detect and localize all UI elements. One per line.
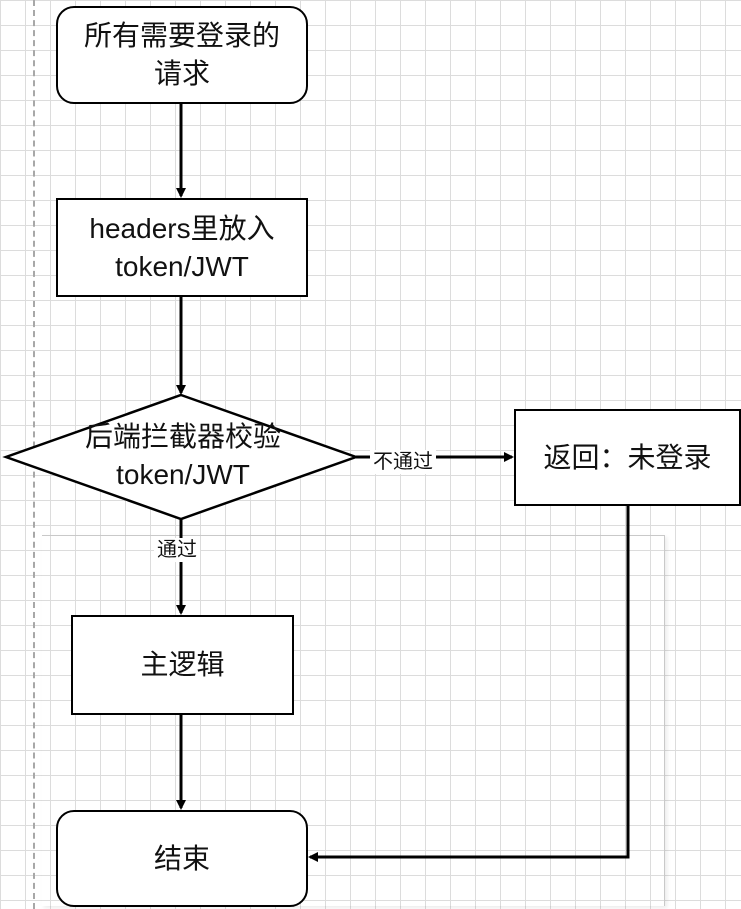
selection-panel <box>42 535 665 906</box>
node-check-line2: token/JWT <box>116 459 250 490</box>
node-end[interactable]: 结束 <box>56 810 308 907</box>
edge-fail-label: 不通过 <box>370 450 436 474</box>
node-headers[interactable]: headers里放入 token/JWT <box>56 198 308 297</box>
edge-return-to-end[interactable] <box>308 506 630 862</box>
node-start-line2: 请求 <box>153 58 210 89</box>
edge-pass-label: 通过 <box>154 538 200 562</box>
node-return[interactable]: 返回：未登录 <box>514 409 741 506</box>
node-main[interactable]: 主逻辑 <box>71 615 294 715</box>
node-start[interactable]: 所有需要登录的 请求 <box>56 6 308 104</box>
node-check-text: 后端拦截器校验 token/JWT <box>10 412 356 500</box>
node-check-line1: 后端拦截器校验 <box>84 421 281 452</box>
node-return-label: 返回：未登录 <box>543 441 712 473</box>
node-end-label: 结束 <box>153 842 210 874</box>
node-main-label: 主逻辑 <box>140 649 225 680</box>
node-headers-line2: token/JWT <box>115 250 249 282</box>
node-headers-line1: headers里放入 <box>89 212 275 244</box>
node-start-line1: 所有需要登录的 <box>83 20 280 51</box>
